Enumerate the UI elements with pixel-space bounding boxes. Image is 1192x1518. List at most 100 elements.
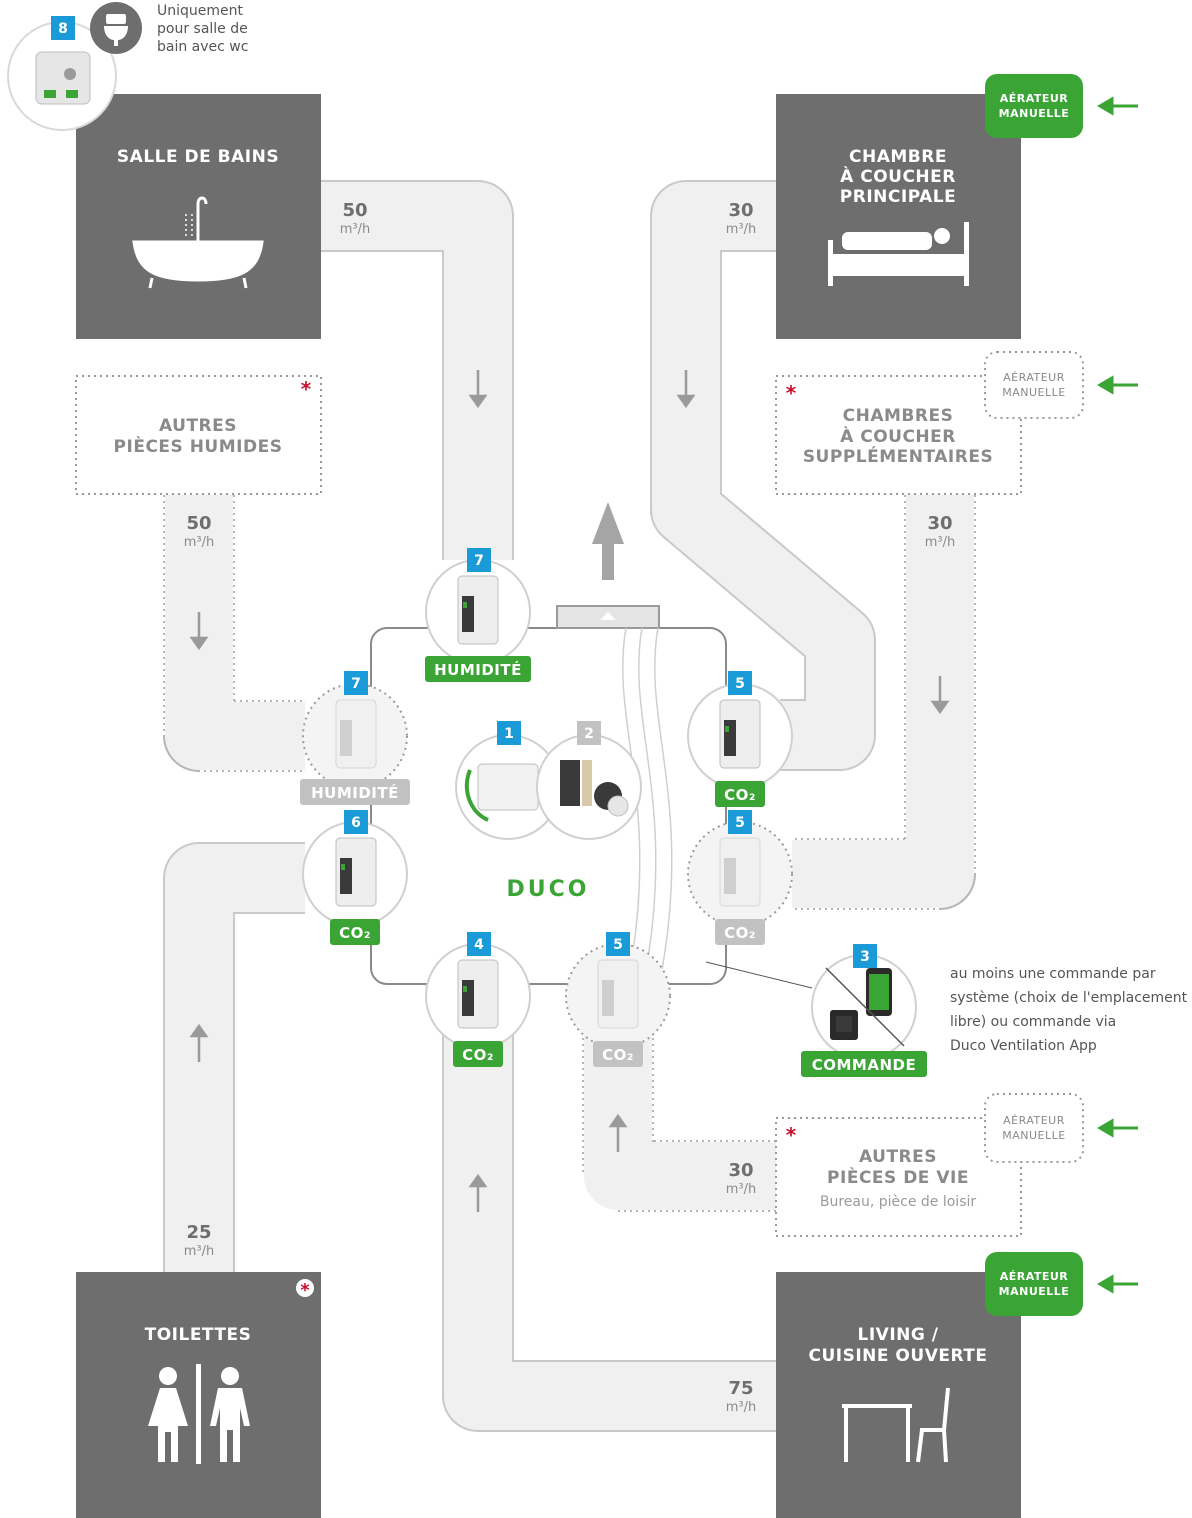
room-title-line: AUTRES [159,416,237,436]
commande-note-line: au moins une commande par [950,966,1156,982]
sensor-tag-label: CO₂ [602,1046,634,1064]
aerator-label: AÉRATEUR [1000,1270,1069,1283]
commande-note: au moins une commande par système (choix… [950,966,1188,1054]
flow-value: 50 [186,513,211,534]
commande-note-line: Duco Ventilation App [950,1038,1097,1054]
sensor-tag [300,779,410,805]
badge-number: 5 [735,676,745,692]
room-bathroom: SALLE DE BAINS [76,94,321,339]
room-toilets: TOILETTES * [76,1272,321,1518]
flow-arrow-icon [468,370,488,409]
flow-arrow-icon [676,370,696,409]
badge [344,810,368,834]
optional-star: * [300,1280,310,1301]
badge [467,932,491,956]
flow-arrow-icon [189,612,209,651]
sensor-humidity-other-wet[interactable]: 7 HUMIDITÉ [300,671,410,805]
sensor-tag-label: COMMANDE [812,1056,916,1074]
room-title-line: SUPPLÉMENTAIRES [803,445,993,467]
room-title: SALLE DE BAINS [117,147,279,167]
aerator-living[interactable]: AÉRATEUR MANUELLE [985,1252,1138,1316]
aerator-label: MANUELLE [1002,386,1065,399]
sensor-co2-master-bedroom[interactable]: 5 CO₂ [687,671,793,807]
sensor-humidity-bathroom[interactable]: 7 HUMIDITÉ [425,548,531,682]
badge [606,932,630,956]
central-unit: DUCO [370,502,813,989]
aerator-other-living[interactable]: AÉRATEUR MANUELLE [984,1093,1138,1163]
badge [344,671,368,695]
aerator-label: AÉRATEUR [1003,1114,1065,1127]
aerator-extra-bedrooms[interactable]: AÉRATEUR MANUELLE [984,351,1138,419]
badge [728,810,752,834]
badge-number: 7 [474,553,484,569]
badge-number: 5 [735,815,745,831]
toilet-icon [148,1364,250,1464]
badge-number: 5 [613,937,623,953]
sensor-tag-label: CO₂ [724,924,756,942]
badge-number: 8 [58,21,68,37]
room-title-line: PIÈCES HUMIDES [114,435,283,457]
flow-unit: m³/h [340,222,371,237]
sensor-co2-toilets[interactable]: 6 CO₂ [302,810,408,945]
sensor-tag [715,919,765,945]
sensor-co2-extra-bedrooms[interactable]: 5 CO₂ [687,810,793,945]
control-commande[interactable]: 3 COMMANDE [801,944,927,1077]
sensor-tag-label: CO₂ [462,1046,494,1064]
badge [577,721,601,745]
flow-unit: m³/h [184,1244,215,1259]
flow-labels: 50 m³/h 30 m³/h 50 m³/h 30 m³/h 30 m³/h … [184,200,956,1415]
air-inlet-arrow-icon [1097,1274,1138,1294]
sensor-co2-living[interactable]: 4 CO₂ [425,932,531,1067]
badge-number: 7 [351,676,361,692]
badge-number: 2 [584,726,594,742]
wc-accessory: 8 Uniquement pour salle de bain avec wc [7,2,248,131]
sensor-tag [453,1041,503,1067]
flow-unit: m³/h [726,222,757,237]
aerator-label: AÉRATEUR [1000,92,1069,105]
aerator-label: MANUELLE [999,1285,1070,1298]
sensor-co2-other-living[interactable]: 5 CO₂ [565,932,671,1067]
sensor-tag [801,1051,927,1077]
flow-arrow-icon [189,1023,209,1062]
aerator-master-bedroom[interactable]: AÉRATEUR MANUELLE [985,74,1138,138]
flow-value: 75 [728,1378,753,1399]
air-inlet-arrow-icon [1097,375,1138,395]
room-subtitle: Bureau, pièce de loisir [820,1194,977,1210]
wc-note-line: pour salle de [157,21,248,37]
air-inlet-arrow-icon [1097,96,1138,116]
sensor-tag-label: CO₂ [724,786,756,804]
room-master-bedroom: CHAMBRE À COUCHER PRINCIPALE [776,94,1021,339]
commande-leader-line [705,961,813,989]
aerator-label: MANUELLE [999,107,1070,120]
room-title: TOILETTES [145,1325,252,1345]
bed-icon [828,222,969,286]
flow-unit: m³/h [726,1400,757,1415]
badge-number: 6 [351,815,361,831]
aerator-label: AÉRATEUR [1003,371,1065,384]
commande-note-line: système (choix de l'emplacement [950,990,1188,1006]
badge [728,671,752,695]
badge [497,721,521,745]
badge-number: 4 [474,937,484,953]
commande-note-line: libre) ou commande via [950,1014,1116,1030]
ventilation-unit-1[interactable]: 1 [455,721,561,840]
wc-note-line: bain avec wc [157,39,248,55]
flow-value: 50 [342,200,367,221]
room-extra-bedrooms: CHAMBRES À COUCHER SUPPLÉMENTAIRES * [775,375,1022,495]
flow-unit: m³/h [184,535,215,550]
sensor-tag-label: HUMIDITÉ [434,660,522,679]
sensor-tag [425,656,531,682]
flow-arrows [189,370,950,1212]
room-title-line: PIÈCES DE VIE [827,1166,969,1188]
sensor-tag-label: HUMIDITÉ [311,783,399,802]
flow-arrow-icon [930,676,950,715]
table-chair-icon [842,1387,950,1463]
accessories-2[interactable]: 2 [536,721,642,840]
room-other-living: AUTRES PIÈCES DE VIE Bureau, pièce de lo… [775,1117,1022,1237]
badge [467,548,491,572]
flow-value: 30 [728,1160,753,1181]
bathtub-icon [132,196,264,289]
sensor-tag [593,1041,643,1067]
flow-unit: m³/h [925,535,956,550]
